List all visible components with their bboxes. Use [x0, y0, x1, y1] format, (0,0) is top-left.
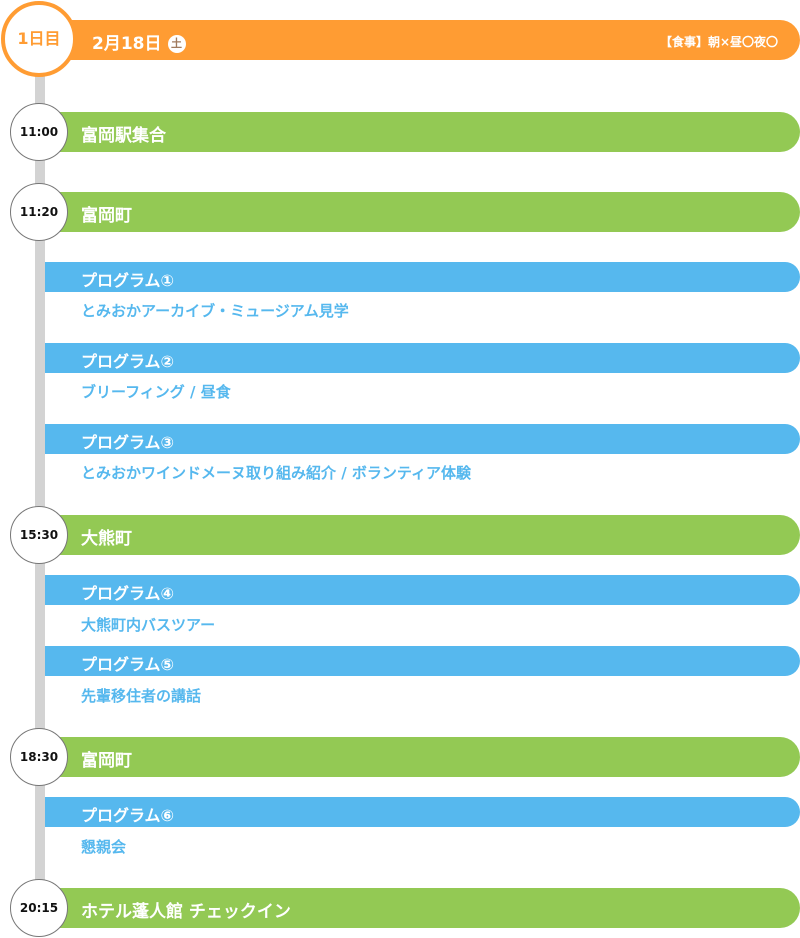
program-desc: とみおかアーカイブ・ミュージアム見学 — [81, 302, 349, 320]
day-date: 2月18日土 — [92, 29, 186, 54]
program-bar: プログラム④ — [45, 575, 800, 605]
timeline-line — [35, 70, 45, 900]
stop-bar: 富岡町 — [45, 737, 800, 777]
program-title: プログラム① — [81, 271, 175, 290]
program-title: プログラム③ — [81, 433, 175, 452]
time-circle: 18:30 — [10, 728, 68, 786]
program-bar: プログラム② — [45, 343, 800, 373]
program-title: プログラム⑤ — [81, 655, 175, 674]
date-text: 2月18日 — [92, 34, 162, 54]
stop-title: 富岡駅集合 — [81, 126, 166, 146]
stop-title: 大熊町 — [81, 529, 132, 549]
program-bar: プログラム③ — [45, 424, 800, 454]
program-desc: とみおかワインドメーヌ取り組み紹介 / ボランティア体験 — [81, 464, 472, 482]
stop-title: 富岡町 — [81, 751, 132, 771]
program-title: プログラム⑥ — [81, 806, 175, 825]
program-bar: プログラム① — [45, 262, 800, 292]
stop-title: 富岡町 — [81, 206, 132, 226]
program-title: プログラム④ — [81, 584, 175, 603]
stop-bar: ホテル蓬人館 チェックイン — [45, 888, 800, 928]
program-title: プログラム② — [81, 352, 175, 371]
weekday-badge: 土 — [167, 35, 186, 53]
day-header-bar: 2月18日土 【食事】朝×昼〇夜〇 — [60, 20, 800, 60]
day-label-circle: 1日目 — [1, 1, 77, 77]
time-circle: 15:30 — [10, 506, 68, 564]
program-desc: 先輩移住者の講話 — [81, 687, 202, 705]
program-bar: プログラム⑤ — [45, 646, 800, 676]
time-circle: 20:15 — [10, 879, 68, 937]
program-desc: ブリーフィング / 昼食 — [81, 383, 231, 401]
stop-bar: 富岡町 — [45, 192, 800, 232]
stop-title: ホテル蓬人館 チェックイン — [81, 902, 291, 922]
program-desc: 懇親会 — [81, 838, 127, 856]
stop-bar: 大熊町 — [45, 515, 800, 555]
program-desc: 大熊町内バスツアー — [81, 616, 216, 634]
time-circle: 11:00 — [10, 103, 68, 161]
program-bar: プログラム⑥ — [45, 797, 800, 827]
meals-info: 【食事】朝×昼〇夜〇 — [659, 35, 778, 49]
stop-bar: 富岡駅集合 — [45, 112, 800, 152]
time-circle: 11:20 — [10, 183, 68, 241]
